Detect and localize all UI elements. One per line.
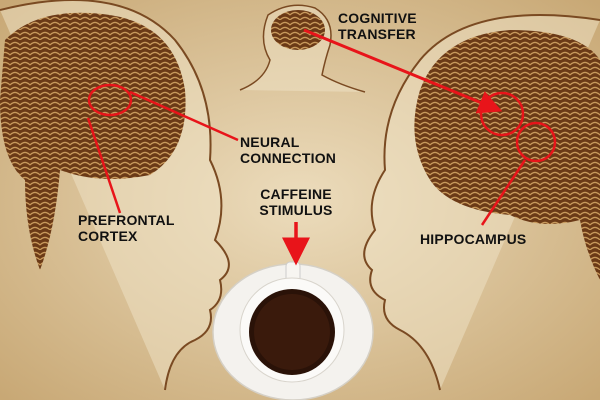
label-line: NEURAL xyxy=(240,134,300,150)
label-line: CORTEX xyxy=(78,228,138,244)
label-line: STIMULUS xyxy=(259,202,333,218)
label-line: CONNECTION xyxy=(240,150,337,166)
annotations xyxy=(86,28,557,266)
label-line: CAFFEINE xyxy=(260,186,332,202)
label-line: PREFRONTAL xyxy=(78,212,175,228)
label-line: TRANSFER xyxy=(338,26,416,42)
neural-connection-circle xyxy=(87,83,133,117)
label-hippocampus: HIPPOCAMPUS xyxy=(420,231,527,247)
cognitive-transfer-arrow xyxy=(303,28,503,114)
right-brain xyxy=(414,30,600,280)
label-caffeine-stimulus: CAFFEINE STIMULUS xyxy=(256,186,336,218)
hippocampus-line xyxy=(480,159,527,226)
hippocampus-circle xyxy=(515,121,557,163)
label-neural-connection: NEURAL CONNECTION xyxy=(240,134,336,166)
label-line: COGNITIVE xyxy=(338,10,417,26)
left-brain xyxy=(0,12,186,271)
small-brain xyxy=(271,10,325,50)
label-cognitive-transfer: COGNITIVE TRANSFER xyxy=(338,10,417,42)
neural-connection-line xyxy=(129,90,239,142)
label-prefrontal-cortex: PREFRONTAL CORTEX xyxy=(78,212,175,244)
coffee-cup xyxy=(212,261,374,400)
prefrontal-cortex-line xyxy=(86,117,122,214)
